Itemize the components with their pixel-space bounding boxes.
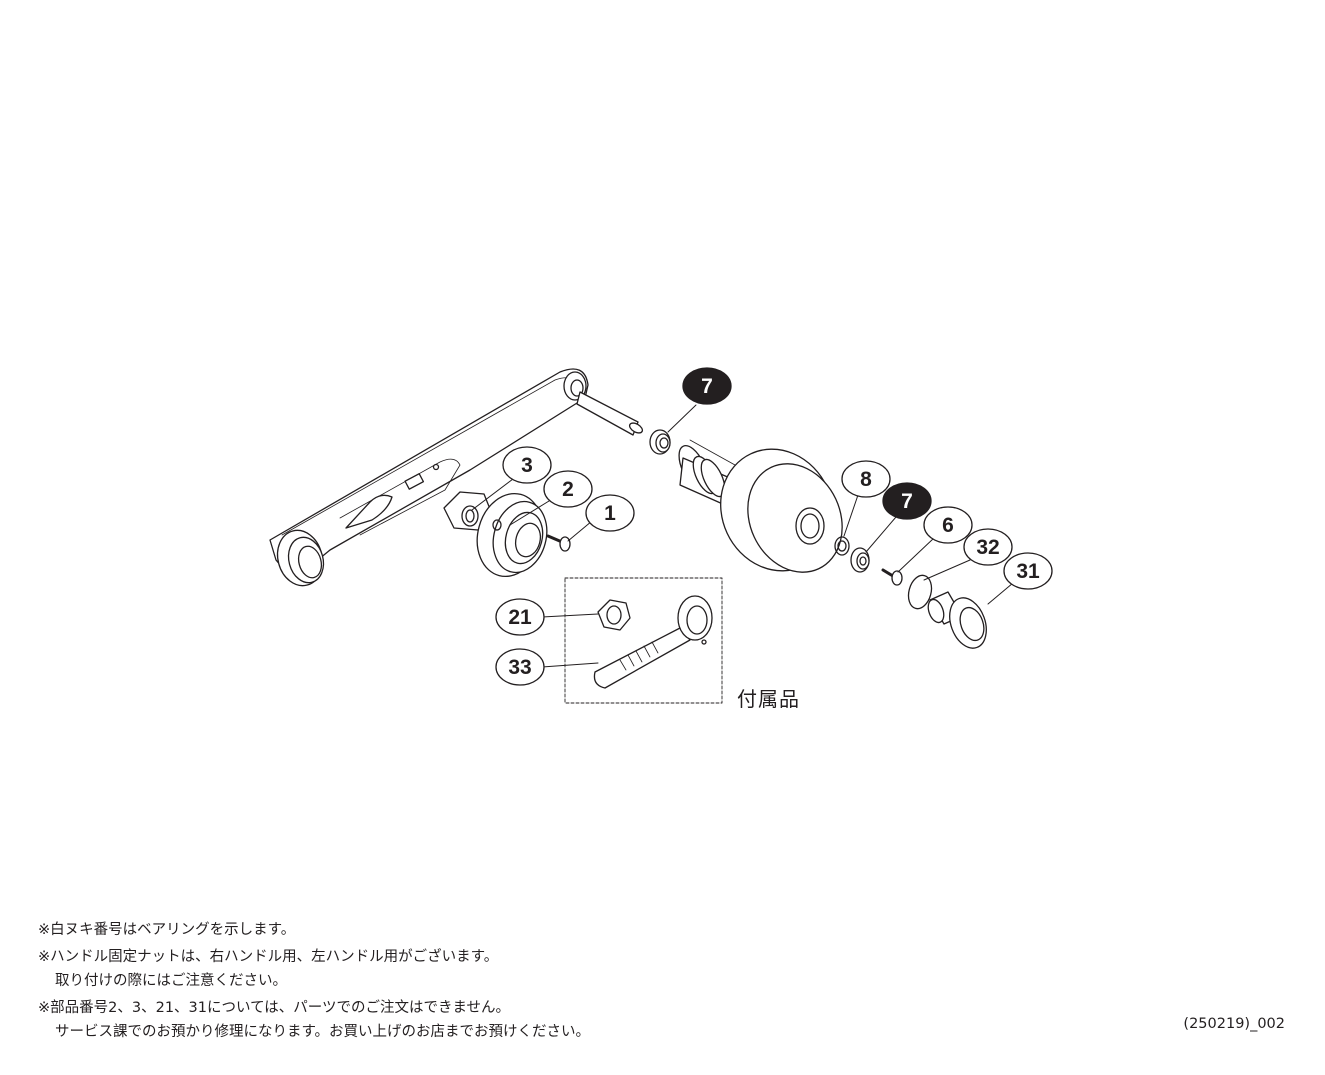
part-31-cap-drawing — [927, 591, 987, 649]
note-bearing-text: ※白ヌキ番号はベアリングを示します。 — [38, 922, 296, 938]
part-8-washer-drawing — [834, 536, 850, 556]
svg-text:33: 33 — [508, 656, 531, 679]
svg-text:1: 1 — [604, 502, 616, 525]
callout-7-top: 7 — [682, 367, 732, 405]
callout-7-right: 7 — [882, 482, 932, 520]
footnotes: ※白ヌキ番号はベアリングを示します。 ※ハンドル固定ナットは、右ハンドル用、左ハ… — [38, 918, 590, 1047]
note-handle-nut: ※ハンドル固定ナットは、右ハンドル用、左ハンドル用がございます。取り付けの際には… — [38, 945, 590, 993]
svg-text:21: 21 — [508, 606, 532, 629]
part-6-screw-drawing — [881, 568, 903, 586]
part-2-collar-drawing — [476, 492, 548, 578]
callout-2: 2 — [543, 470, 593, 508]
svg-text:6: 6 — [942, 514, 954, 537]
callout-1: 1 — [585, 494, 635, 532]
svg-text:32: 32 — [976, 536, 999, 559]
svg-text:8: 8 — [860, 468, 872, 491]
callout-8: 8 — [841, 460, 891, 498]
note-parts-order-continued: サービス課でのお預かり修理になります。お買い上げのお店までお預けください。 — [55, 1024, 591, 1040]
svg-text:2: 2 — [562, 478, 574, 501]
knob-drawing — [678, 439, 843, 573]
callout-32: 32 — [963, 528, 1013, 566]
svg-text:31: 31 — [1016, 560, 1040, 583]
callout-3: 3 — [502, 446, 552, 484]
callout-21: 21 — [495, 598, 545, 636]
part-7-bearing-right-drawing — [850, 547, 870, 573]
note-handle-nut-continued: 取り付けの際にはご注意ください。 — [55, 973, 287, 989]
note-handle-nut-text: ※ハンドル固定ナットは、右ハンドル用、左ハンドル用がございます。 — [38, 949, 499, 965]
handle-arm-drawing — [269, 368, 644, 587]
callout-6: 6 — [923, 506, 973, 544]
note-parts-order: ※部品番号2、3、21、31については、パーツでのご注文はできません。サービス課… — [38, 996, 590, 1044]
part-7-bearing-left-drawing — [649, 429, 671, 455]
svg-text:7: 7 — [701, 375, 713, 398]
callout-33: 33 — [495, 648, 545, 686]
svg-text:3: 3 — [521, 454, 533, 477]
callout-31: 31 — [1003, 552, 1053, 590]
part-32-oring-drawing — [907, 574, 933, 610]
part-1-screw-drawing — [546, 534, 571, 552]
accessories-label: 付属品 — [737, 687, 800, 711]
svg-text:7: 7 — [901, 490, 913, 513]
document-code: (250219)_002 — [1183, 1016, 1285, 1032]
leader-lines — [471, 404, 1014, 668]
note-parts-order-text: ※部品番号2、3、21、31については、パーツでのご注文はできません。 — [38, 1000, 511, 1016]
note-bearing: ※白ヌキ番号はベアリングを示します。 — [38, 918, 590, 942]
accessories-box — [564, 577, 723, 704]
